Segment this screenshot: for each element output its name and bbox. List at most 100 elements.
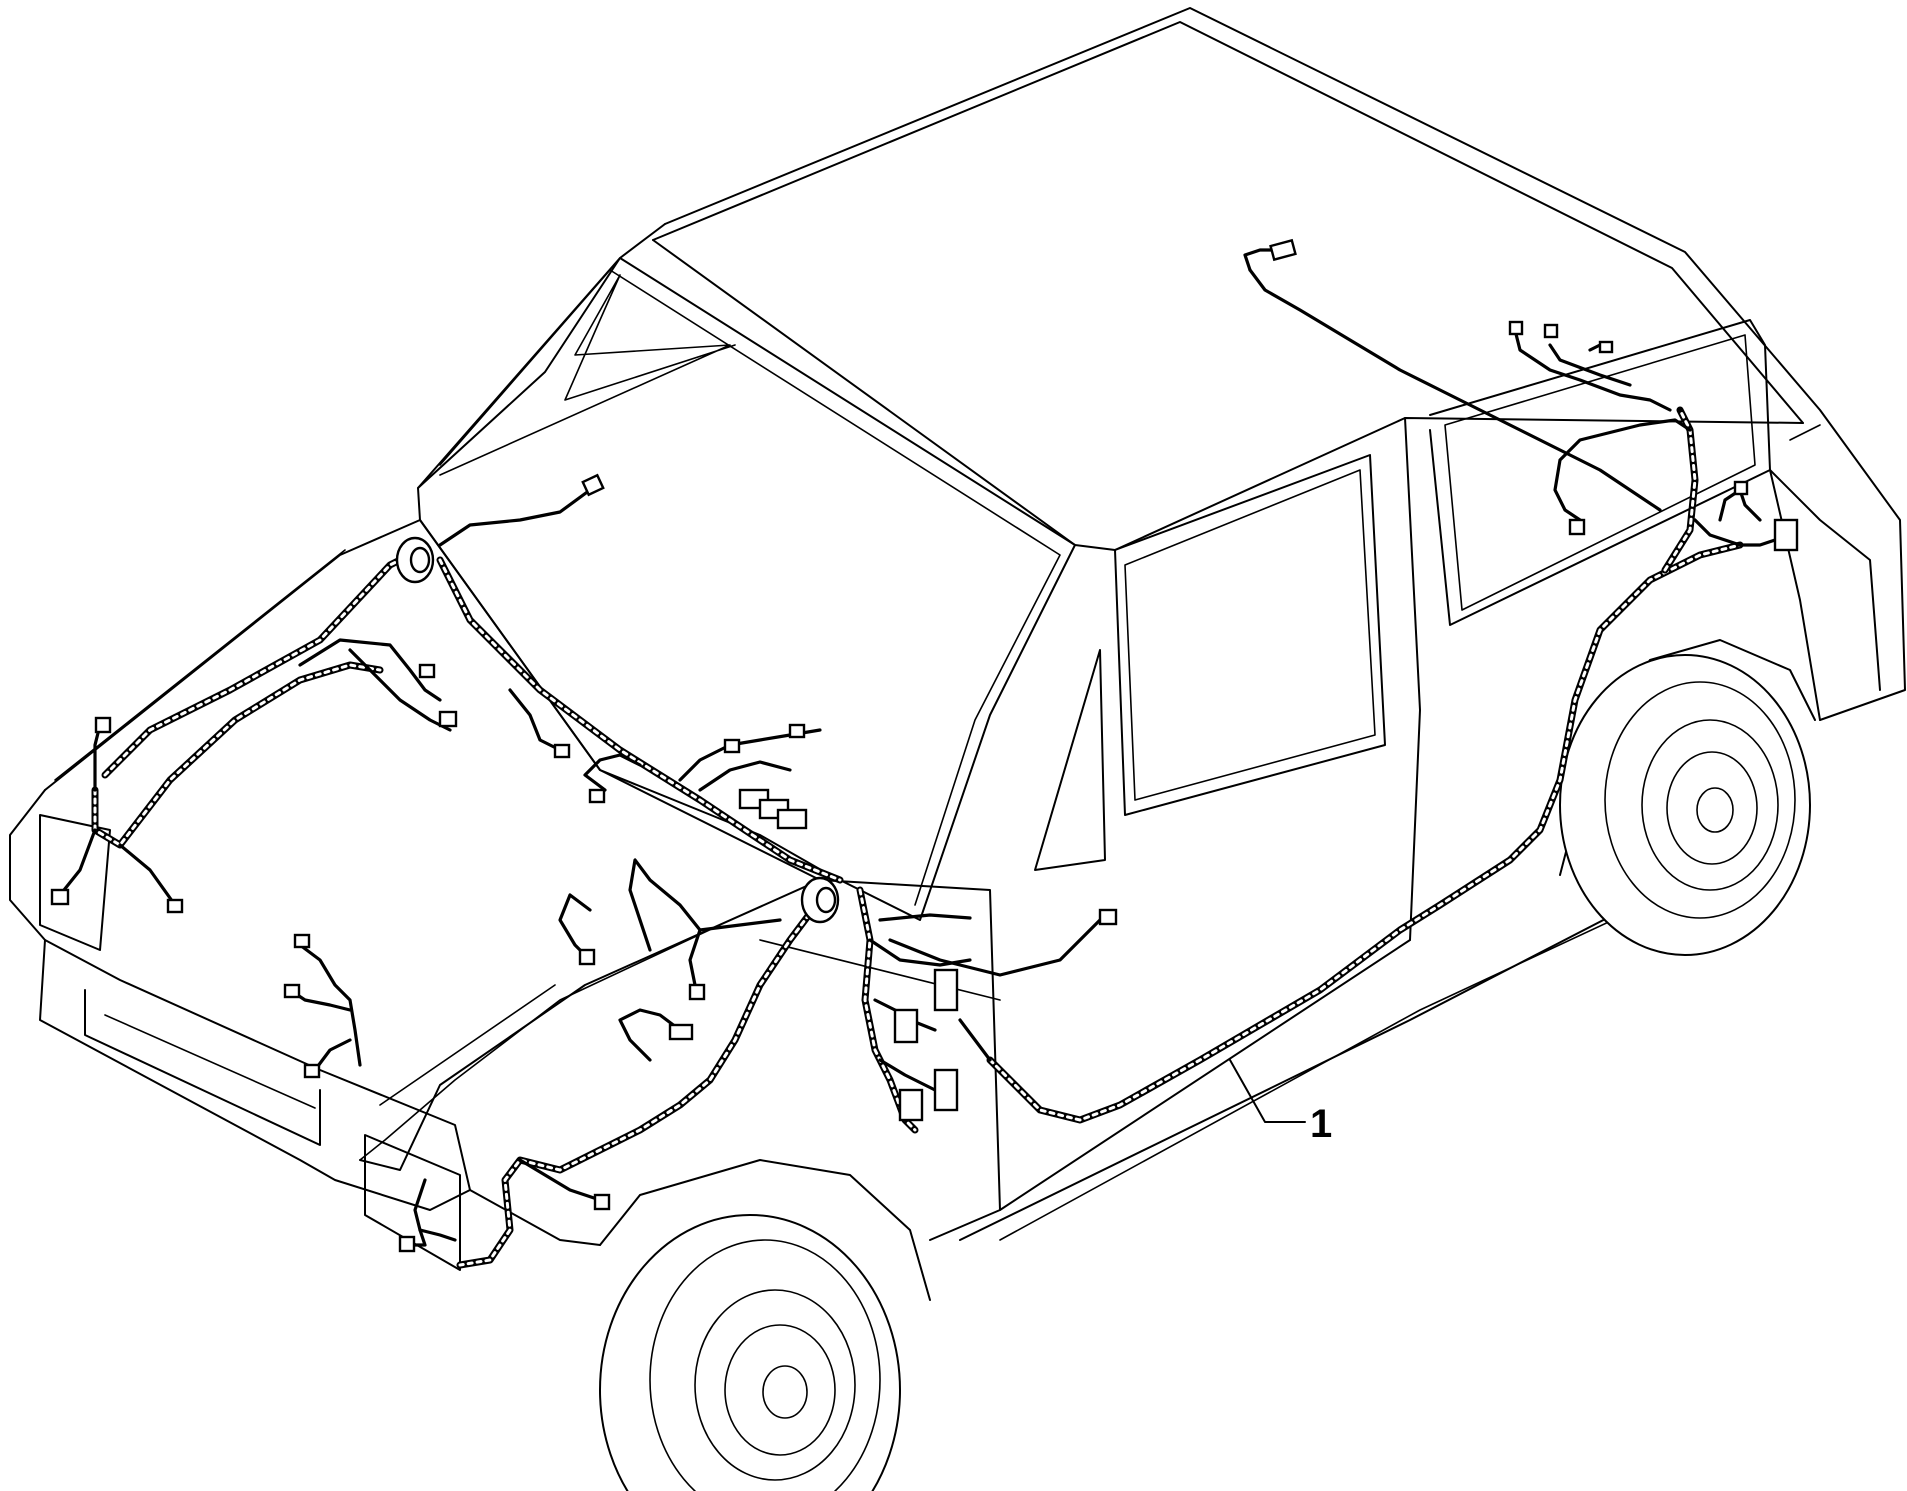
harness-upper-loop-pattern xyxy=(103,558,402,777)
roof-side-line xyxy=(652,239,1116,551)
wire-headlight-left xyxy=(58,828,97,897)
connector-rear-tailgate xyxy=(1773,518,1799,552)
front-hub xyxy=(762,1365,808,1419)
rear-side-window xyxy=(1429,319,1771,626)
rear-light-notch xyxy=(1789,424,1821,441)
connector-rear-4 xyxy=(1568,518,1586,536)
wire-battery xyxy=(698,760,792,792)
connector-rear-3 xyxy=(1598,340,1614,354)
wire-dash-2 xyxy=(878,913,972,922)
callout-1: 1 xyxy=(1229,1059,1332,1146)
hood-centerline xyxy=(379,984,556,1106)
rear-tire-inner xyxy=(1604,681,1796,919)
front-side-window xyxy=(1114,454,1386,816)
front-lower xyxy=(39,939,471,1211)
b-pillar xyxy=(1404,417,1421,941)
hood-crease xyxy=(359,924,721,1161)
front-grille-top xyxy=(104,1014,316,1109)
harness-cowl xyxy=(436,556,844,884)
front-bumper xyxy=(84,989,321,1146)
connector-left-lamp-top xyxy=(94,716,112,734)
connector-rear-1 xyxy=(1508,320,1524,336)
wire-rear-5 xyxy=(1693,518,1777,547)
front-tire xyxy=(599,1214,901,1491)
rear-rim xyxy=(1641,719,1779,891)
connector-front-right-2 xyxy=(303,1063,321,1079)
wire-engine-mid xyxy=(508,688,562,752)
left-headlight xyxy=(39,814,111,951)
connector-left-headlight xyxy=(50,888,70,906)
windshield-frame xyxy=(439,269,1061,906)
callout-label: 1 xyxy=(1310,1102,1332,1146)
connector-front-right-lamp xyxy=(398,1235,416,1253)
harness-main-trunk-pattern xyxy=(93,663,382,847)
wire-engine-left-1 xyxy=(298,638,442,702)
roof-front-edge xyxy=(417,223,666,489)
connector-dash-right xyxy=(1098,908,1118,926)
wire-wiper-motor xyxy=(438,488,592,547)
harness-firewall-down xyxy=(456,896,824,1269)
connector-battery-2 xyxy=(788,723,806,739)
front-fender-top xyxy=(759,939,1001,1001)
front-wheel-arch xyxy=(599,1159,931,1301)
connector-relay-3 xyxy=(776,808,808,830)
rear-side-window-inner xyxy=(1444,334,1756,611)
wire-front-right-2 xyxy=(313,1038,352,1072)
wire-engine-center-1 xyxy=(583,753,642,792)
connector-engine-mid xyxy=(553,743,571,759)
harness-main-trunk xyxy=(91,661,384,849)
wire-ecu-loop-2 xyxy=(688,928,702,987)
connector-fusebox-2 xyxy=(933,968,959,1012)
connector-front-left xyxy=(578,948,596,966)
wire-rear-1 xyxy=(1513,328,1672,412)
connectors xyxy=(50,238,1799,1253)
connector-rear-2 xyxy=(1543,323,1559,339)
wire-horn xyxy=(118,843,177,907)
connector-front-right-3 xyxy=(283,983,301,999)
wire-front-right-1 xyxy=(298,943,362,1067)
rear-wheel xyxy=(1559,639,1816,956)
roof-outline xyxy=(664,7,1906,721)
connector-firewall-sensor xyxy=(668,1023,694,1041)
connector-fusebox-3 xyxy=(898,1088,924,1122)
harness-cowl-pattern xyxy=(438,558,842,882)
rear-rim-inner xyxy=(1666,751,1758,865)
front-rim-inner xyxy=(724,1324,836,1456)
front-fender-line xyxy=(819,879,1001,1241)
front-tire-inner xyxy=(649,1239,881,1491)
rear-edge xyxy=(1769,469,1821,721)
connector-battery-1 xyxy=(723,738,741,754)
hood-inner xyxy=(54,549,346,781)
grommet-left-inner xyxy=(409,546,431,574)
wire-left-lamp xyxy=(93,723,102,792)
rear-tire xyxy=(1559,654,1811,956)
front-door-bottom xyxy=(999,939,1411,1211)
harness-rear-quarter-pattern xyxy=(1663,408,1697,572)
connector-engine-2 xyxy=(438,710,458,728)
connector-roof-lamp xyxy=(1269,238,1297,262)
wire-engine-left-2 xyxy=(348,648,452,732)
connector-engine-1 xyxy=(418,663,436,679)
front-side-window-inner xyxy=(1124,469,1376,801)
connector-front-right-1 xyxy=(293,933,311,949)
wire-firewall-sensor xyxy=(618,1008,682,1062)
connector-fusebox-1 xyxy=(893,1008,919,1044)
right-headlight xyxy=(364,1134,461,1271)
front-wheel xyxy=(599,1159,931,1491)
connector-wiper xyxy=(581,473,605,497)
connector-fusebox-4 xyxy=(933,1068,959,1112)
wire-fusebox-3 xyxy=(958,1018,992,1062)
harness-floor-pattern xyxy=(988,543,1742,1122)
connector-ecu xyxy=(688,983,706,1001)
wire-roof-connector xyxy=(1243,248,1277,272)
wire-ecu-loop xyxy=(628,858,782,952)
wire-right-headlight xyxy=(518,1158,602,1202)
wire-rear-3 xyxy=(1553,418,1692,522)
connector-engine-center xyxy=(588,788,606,804)
front-rim xyxy=(694,1289,856,1481)
roof-inner-edge xyxy=(652,21,1804,424)
connector-right-headlight xyxy=(593,1193,611,1211)
wire-rear-2 xyxy=(1548,343,1632,387)
windshield-inner xyxy=(439,274,736,476)
